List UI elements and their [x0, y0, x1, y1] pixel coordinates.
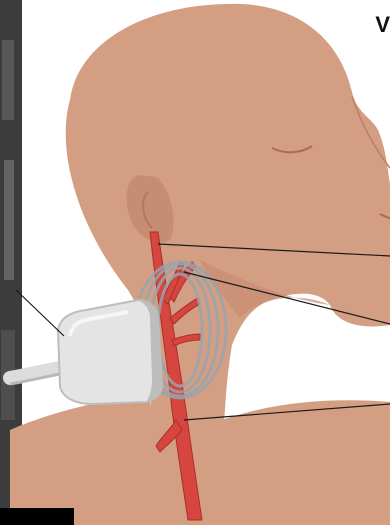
chest-shape [222, 400, 390, 525]
shoulder-shape [10, 392, 150, 525]
probe-leader-line [16, 290, 64, 336]
head-silhouette [10, 4, 390, 525]
bottom-black-bar [0, 508, 74, 525]
corner-label: V [375, 14, 390, 36]
ultrasound-probe-icon [10, 300, 162, 404]
